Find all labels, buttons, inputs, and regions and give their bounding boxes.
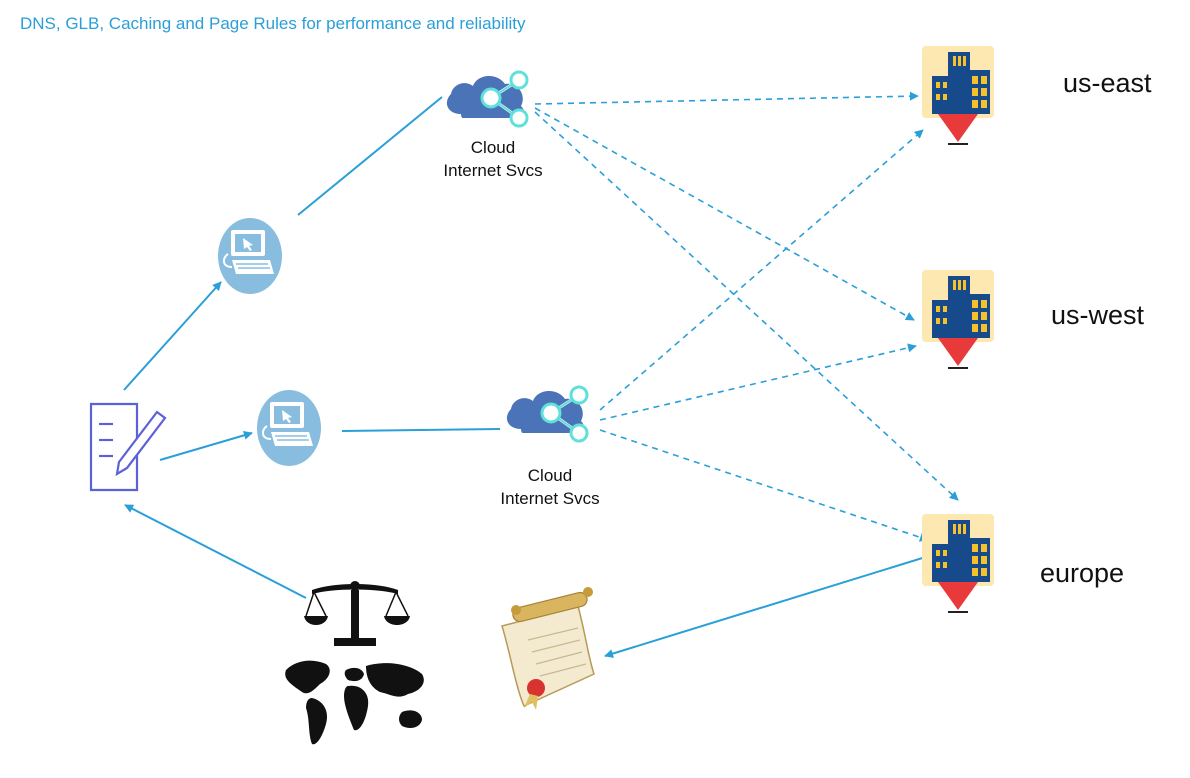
document-edit-icon [89, 402, 167, 492]
cloud-label-bottom: Cloud Internet Svcs [470, 464, 630, 510]
computer-icon [217, 217, 283, 295]
cloud-internet-services-icon [505, 385, 589, 443]
dashed-connectors [534, 91, 959, 542]
cloud-label-line2: Internet Svcs [500, 489, 600, 508]
region-label-us-east: us-east [1063, 68, 1152, 98]
cloud-label-line1: Cloud [527, 466, 573, 485]
datacenter-building-icon [921, 513, 995, 613]
computer-icon [256, 389, 322, 467]
region-label-us-west: us-west [1051, 300, 1145, 330]
region-label-europe: europe [1040, 558, 1125, 588]
cloud-label-top: Cloud Internet Svcs [413, 136, 573, 182]
diagram-title: DNS, GLB, Caching and Page Rules for per… [20, 14, 526, 33]
datacenter-building-icon [921, 45, 995, 145]
world-map-icon [285, 660, 424, 745]
cloud-label-line1: Cloud [470, 138, 516, 157]
scales-icon [304, 581, 410, 646]
solid-connectors [123, 96, 959, 658]
cloud-label-line2: Internet Svcs [443, 161, 543, 180]
datacenter-building-icon [921, 269, 995, 369]
cloud-internet-services-icon [445, 70, 529, 128]
scroll-certificate-icon [501, 587, 595, 710]
